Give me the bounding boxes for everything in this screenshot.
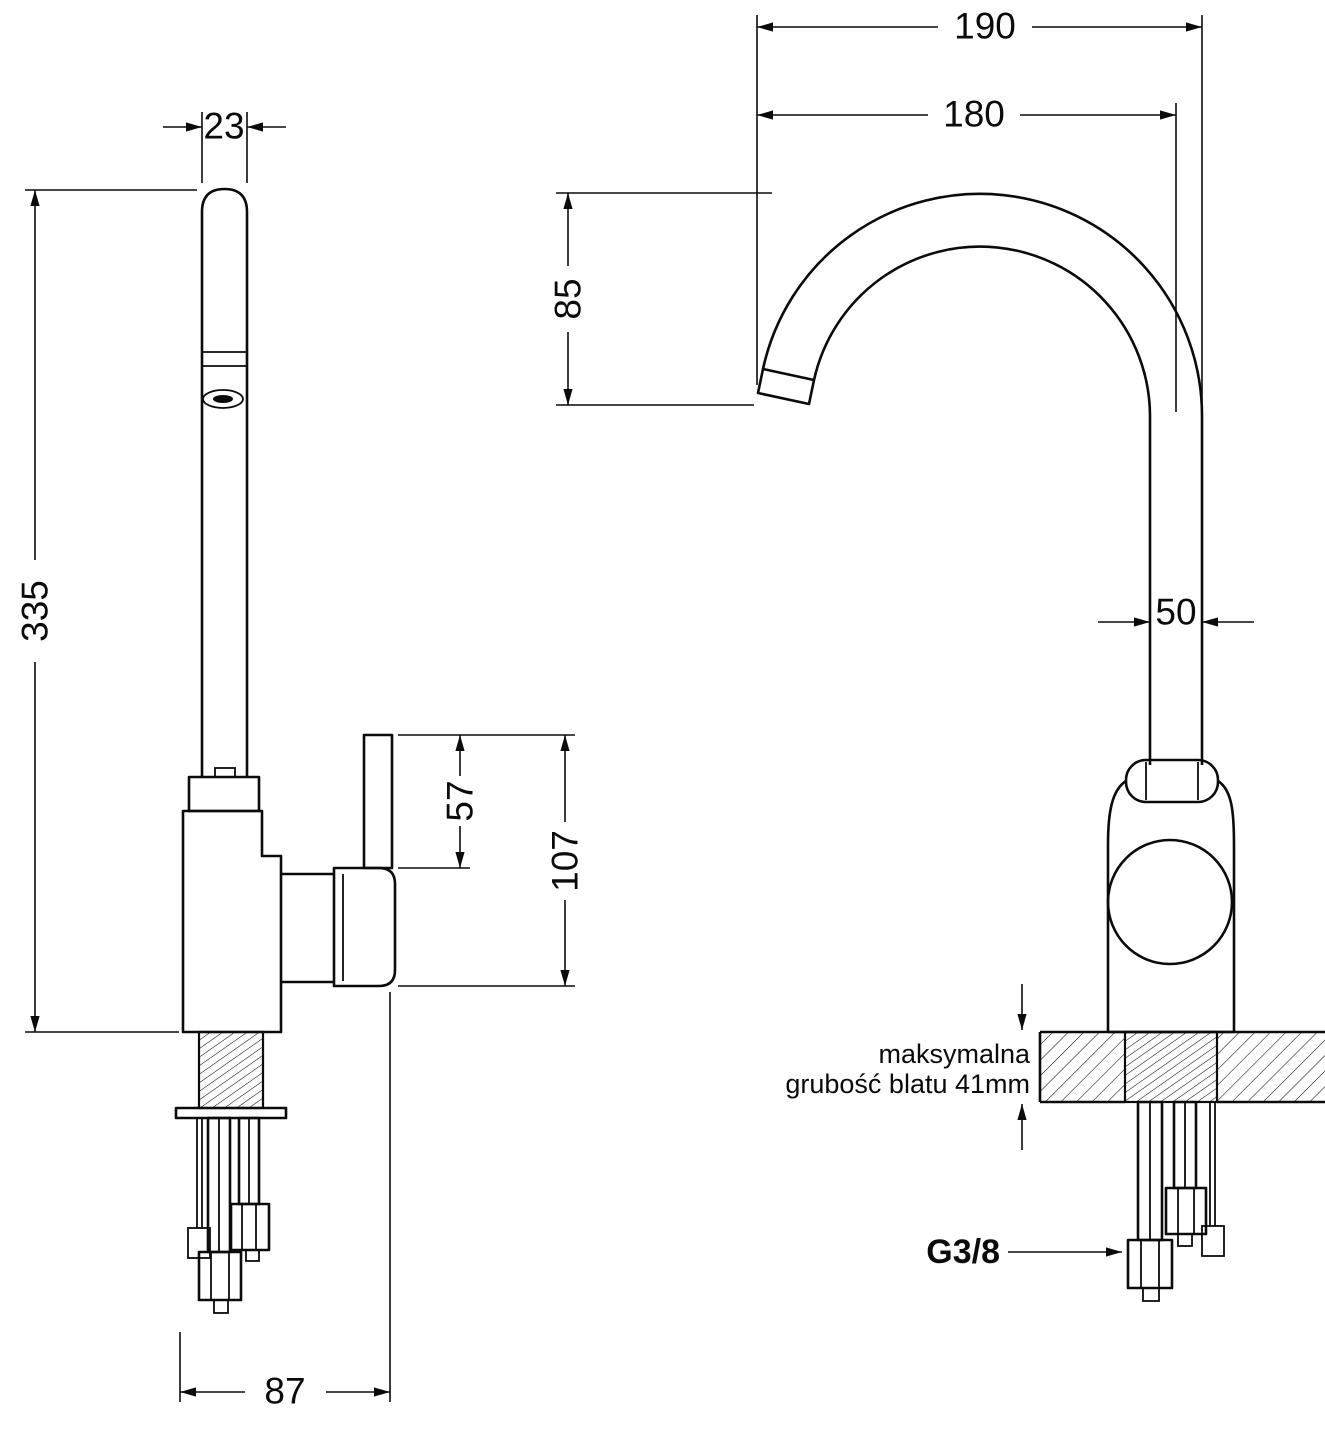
countertop-hatch-right bbox=[1217, 1032, 1325, 1102]
dim-pipe-width-label: 50 bbox=[1155, 592, 1196, 633]
mounting-flange bbox=[174, 1106, 288, 1120]
mounting-hardware-side bbox=[187, 1116, 271, 1314]
counter-note-line1: maksymalna bbox=[878, 1039, 1031, 1069]
side-view: 23 335 57 107 bbox=[15, 106, 586, 1412]
dimension-handle-height: 57 bbox=[398, 734, 575, 869]
countertop bbox=[1038, 1030, 1325, 1104]
threaded-stud-front bbox=[1123, 1030, 1219, 1104]
collar-tab bbox=[214, 767, 236, 778]
hex-nut-front bbox=[1126, 1238, 1174, 1290]
body-sphere bbox=[1106, 838, 1234, 966]
hose-stub-front bbox=[1142, 1287, 1160, 1302]
dimension-reach-inner: 180 bbox=[757, 94, 1177, 412]
spout-collar bbox=[187, 775, 261, 813]
handle-lever bbox=[362, 733, 394, 870]
handle-front bbox=[1124, 758, 1220, 804]
thread-size-callout: G3/8 bbox=[926, 1233, 1122, 1271]
counter-thickness-note: maksymalna grubość blatu 41mm bbox=[785, 984, 1031, 1150]
dim-total-height-label: 335 bbox=[15, 580, 56, 642]
threaded-stud bbox=[197, 1030, 265, 1110]
gooseneck-spout bbox=[756, 192, 1204, 765]
dim-spout-width-label: 23 bbox=[203, 106, 244, 147]
countertop-hatch-left bbox=[1040, 1032, 1125, 1102]
hose-stub bbox=[213, 1299, 229, 1314]
faucet-body-front bbox=[1106, 758, 1236, 1034]
dim-handle-height-label: 57 bbox=[440, 780, 481, 821]
dimension-body-height: 107 bbox=[398, 735, 586, 987]
hose-stub-2 bbox=[245, 1249, 260, 1262]
dim-reach-inner-label: 180 bbox=[943, 94, 1005, 135]
dimension-spout-width: 23 bbox=[163, 106, 286, 183]
hex-nut bbox=[197, 1250, 243, 1302]
aerator-outlet-icon bbox=[213, 395, 233, 403]
spout-outlet bbox=[756, 367, 816, 406]
dimension-base-depth: 87 bbox=[179, 992, 391, 1412]
hose-stub-front-2 bbox=[1177, 1233, 1193, 1247]
hex-nut-2 bbox=[229, 1202, 271, 1252]
dimension-reach-outer: 190 bbox=[756, 6, 1203, 412]
stud-nut-front bbox=[1201, 1225, 1225, 1257]
dim-body-height-label: 107 bbox=[545, 830, 586, 892]
thread-size-label: G3/8 bbox=[926, 1233, 1000, 1271]
aerator bbox=[202, 351, 247, 409]
dimension-spout-drop: 85 bbox=[548, 192, 772, 406]
dim-spout-drop-label: 85 bbox=[548, 278, 589, 319]
front-view: maksymalna grubość blatu 41mm bbox=[548, 6, 1325, 1302]
dim-reach-outer-label: 190 bbox=[954, 6, 1016, 47]
dimension-total-height: 335 bbox=[15, 189, 197, 1033]
dim-base-depth-label: 87 bbox=[264, 1371, 305, 1412]
hex-nut-front-2 bbox=[1164, 1186, 1208, 1236]
mounting-hardware-front bbox=[1126, 1100, 1225, 1302]
faucet-body-side bbox=[181, 733, 397, 1034]
counter-note-line2: grubość blatu 41mm bbox=[785, 1069, 1030, 1099]
spout-pipe bbox=[200, 187, 249, 777]
dimension-pipe-width: 50 bbox=[1098, 592, 1254, 633]
